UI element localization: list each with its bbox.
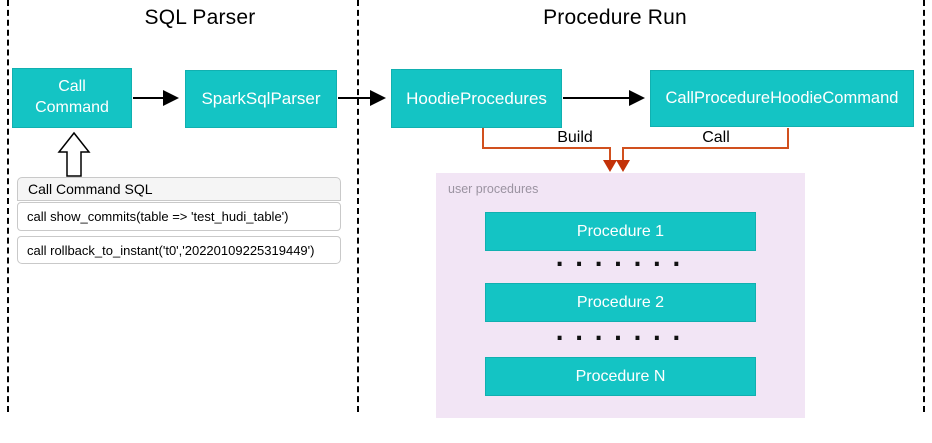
section-title-procedure-run: Procedure Run [543, 6, 687, 29]
node-call-command: Call Command [12, 68, 132, 128]
sql-statement-row: call show_commits(table => 'test_hudi_ta… [17, 202, 341, 231]
edge-label-build: Build [557, 129, 593, 146]
dashed-divider-right [923, 0, 925, 412]
node-procedure-1: Procedure 1 [485, 212, 756, 251]
ellipsis-dots: ······· [552, 324, 689, 352]
node-hoodie-procedures: HoodieProcedures [391, 69, 562, 128]
user-procedures-panel: user procedures Procedure 1 ······· Proc… [436, 173, 805, 418]
node-procedure-n: Procedure N [485, 357, 756, 396]
user-procedures-label: user procedures [448, 182, 539, 196]
node-call-procedure-hoodie-command: CallProcedureHoodieCommand [650, 70, 914, 127]
dashed-divider-left [7, 0, 9, 412]
call-arrowhead-icon [616, 160, 630, 172]
dashed-divider-middle [357, 0, 359, 412]
section-title-sql-parser: SQL Parser [144, 6, 256, 29]
hollow-up-arrow-icon [57, 131, 91, 177]
sql-panel-header: Call Command SQL [17, 177, 341, 201]
sql-statement-row: call rollback_to_instant('t0','202201092… [17, 236, 341, 264]
ellipsis-dots: ······· [552, 250, 689, 278]
node-procedure-2: Procedure 2 [485, 283, 756, 322]
node-spark-sql-parser: SparkSqlParser [185, 70, 337, 128]
build-arrowhead-icon [603, 160, 617, 172]
edge-label-call: Call [702, 129, 730, 146]
